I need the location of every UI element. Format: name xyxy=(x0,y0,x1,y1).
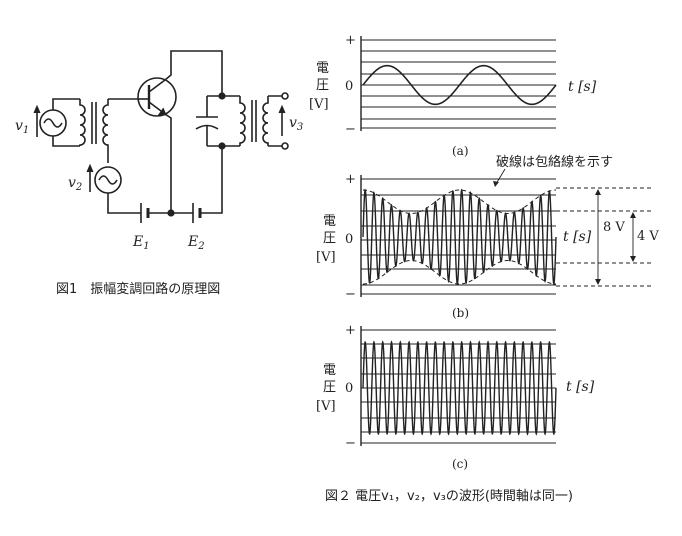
label-v2: v2 xyxy=(68,175,82,193)
panel-c-ylabel-2: 圧 xyxy=(323,380,336,395)
transistor xyxy=(137,77,177,117)
panel-c-ylabel-1: 電 xyxy=(323,363,336,378)
panel-c-xlabel: t [s] xyxy=(566,379,595,395)
panel-a-label: (a) xyxy=(452,144,469,158)
label-v1: v1 xyxy=(15,118,29,136)
panel-c-plus: + xyxy=(345,323,356,338)
annotation-leader xyxy=(495,168,506,185)
panel-b-plus: + xyxy=(345,172,356,187)
panel-b: 8 V 4 V 破線は包絡線を示す + 0 − 電 圧 [V] t [s] (b… xyxy=(316,154,659,320)
panel-c-minus: − xyxy=(345,436,356,451)
ac-source-v2-wave xyxy=(98,175,118,185)
fig2-caption: 図２ 電圧v₁，v₂，v₃の波形(時間軸は同一) xyxy=(325,489,573,504)
panel-b-ylabel-1: 電 xyxy=(323,214,336,229)
envelope-lower xyxy=(363,260,556,285)
panel-a-ylabel-2: 圧 xyxy=(316,78,329,93)
panel-a-ylabel-3: [V] xyxy=(309,97,329,112)
panel-b-label: (b) xyxy=(452,306,469,320)
panel-a-ylabel-1: 電 xyxy=(316,61,329,76)
label-v3: v3 xyxy=(289,115,303,133)
panel-b-xlabel: t [s] xyxy=(563,229,592,245)
envelope-upper xyxy=(363,189,556,214)
output-terminal-bottom xyxy=(281,142,289,150)
panel-a-plus: + xyxy=(345,33,356,48)
output-terminal-top xyxy=(281,92,289,100)
panel-a-xlabel: t [s] xyxy=(568,79,597,95)
panel-b-minus: − xyxy=(345,287,356,302)
label-e2: E2 xyxy=(187,234,205,252)
panel-b-ylabel-3: [V] xyxy=(316,250,336,265)
dim-4v-label: 4 V xyxy=(637,229,659,244)
transformer1-secondary xyxy=(102,99,109,146)
transformer1-primary xyxy=(79,99,86,146)
panel-c-zero: 0 xyxy=(345,381,353,396)
panel-a-grid xyxy=(360,36,556,131)
dimension-lines xyxy=(556,187,654,287)
envelope-annotation: 破線は包絡線を示す xyxy=(496,154,613,170)
ac-source-v1-wave xyxy=(43,118,63,128)
waveform-v1 xyxy=(362,64,557,106)
transistor-emitter xyxy=(148,101,172,213)
waveform-v2 xyxy=(362,188,557,286)
dim-8v-label: 8 V xyxy=(603,220,625,235)
panel-a: + 0 − 電 圧 [V] t [s] (a) xyxy=(309,33,597,158)
transformer2-primary xyxy=(239,96,246,146)
label-e1: E1 xyxy=(132,234,150,252)
transformer2-secondary xyxy=(262,96,269,146)
circuit-diagram xyxy=(33,50,289,223)
panel-b-ylabel-2: 圧 xyxy=(323,231,336,246)
panel-a-zero: 0 xyxy=(345,79,353,94)
panel-c-label: (c) xyxy=(452,457,468,471)
panel-c-ylabel-3: [V] xyxy=(316,399,336,414)
waveform-v3 xyxy=(362,340,557,436)
panel-a-minus: − xyxy=(345,122,356,137)
panel-c: + 0 − 電 圧 [V] t [s] (c) xyxy=(316,323,595,471)
emitter-arrow xyxy=(158,107,167,116)
panel-b-zero: 0 xyxy=(345,232,353,247)
fig1-caption: 図1 振幅変調回路の原理図 xyxy=(56,281,220,297)
transistor-collector xyxy=(148,50,223,96)
